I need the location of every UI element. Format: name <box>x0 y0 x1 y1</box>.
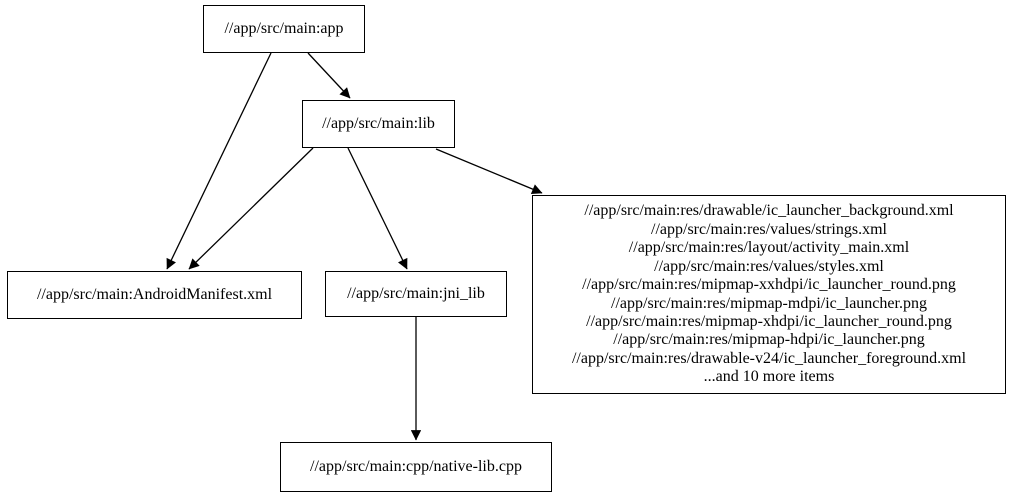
node-lib-label: //app/src/main:lib <box>322 114 435 132</box>
resource-line: //app/src/main:res/mipmap-xhdpi/ic_launc… <box>586 312 952 330</box>
node-android-manifest[interactable]: //app/src/main:AndroidManifest.xml <box>7 271 302 319</box>
resource-line: //app/src/main:res/mipmap-hdpi/ic_launch… <box>613 331 925 349</box>
resource-line: //app/src/main:res/values/strings.xml <box>651 220 887 238</box>
edge-app-to-lib <box>307 52 351 99</box>
node-android-manifest-label: //app/src/main:AndroidManifest.xml <box>36 285 273 303</box>
resource-line: //app/src/main:res/drawable-v24/ic_launc… <box>571 349 967 367</box>
resource-line: //app/src/main:res/mipmap-mdpi/ic_launch… <box>611 294 927 312</box>
resource-line: //app/src/main:res/layout/activity_main.… <box>628 239 910 257</box>
node-native-lib-label: //app/src/main:cpp/native-lib.cpp <box>310 457 522 475</box>
edge-lib-to-resources <box>435 148 543 195</box>
node-native-lib[interactable]: //app/src/main:cpp/native-lib.cpp <box>280 442 552 492</box>
edge-lib-to-jni-lib <box>347 147 408 270</box>
resource-line: //app/src/main:res/values/styles.xml <box>654 257 884 275</box>
edge-app-to-android-manifest <box>166 52 272 270</box>
edge-lib-to-android-manifest <box>188 147 314 270</box>
resource-line-more: ...and 10 more items <box>703 368 835 386</box>
node-jni-lib-label: //app/src/main:jni_lib <box>347 284 485 302</box>
node-resources[interactable]: //app/src/main:res/drawable/ic_launcher_… <box>532 195 1006 394</box>
node-lib[interactable]: //app/src/main:lib <box>302 100 455 148</box>
node-jni-lib[interactable]: //app/src/main:jni_lib <box>325 271 507 317</box>
node-app-label: //app/src/main:app <box>224 19 344 37</box>
resource-line: //app/src/main:res/mipmap-xxhdpi/ic_laun… <box>582 276 956 294</box>
node-app[interactable]: //app/src/main:app <box>203 5 365 53</box>
resource-line: //app/src/main:res/drawable/ic_launcher_… <box>584 202 954 220</box>
